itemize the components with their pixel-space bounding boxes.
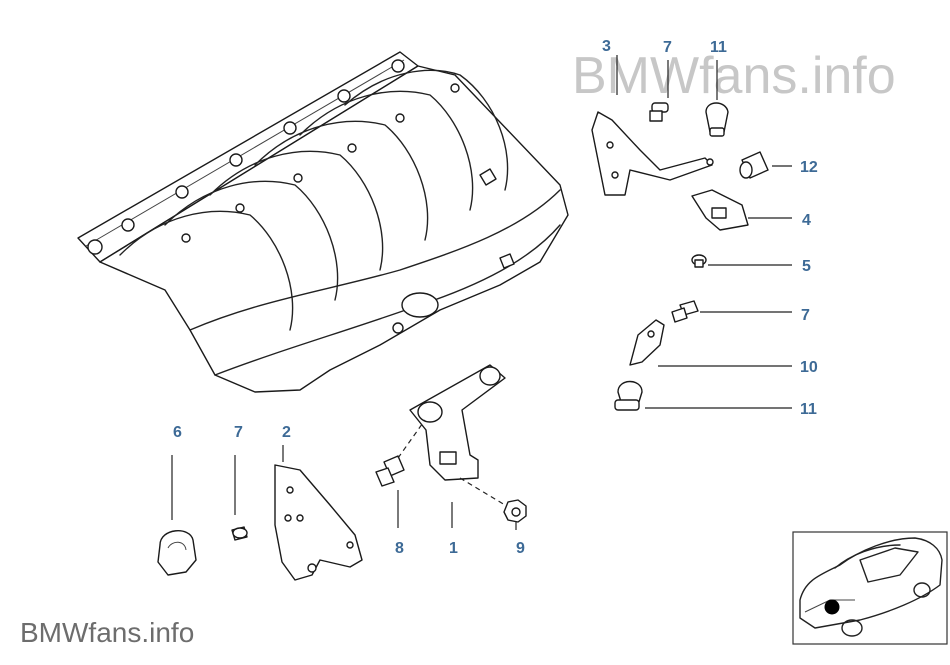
callout-7-middle: 7 <box>801 307 810 324</box>
bracket-1 <box>409 364 506 481</box>
callout-3: 3 <box>602 38 611 55</box>
car-thumbnail <box>792 531 948 645</box>
clamp-6 <box>157 530 197 576</box>
bolt-7-top <box>649 102 669 122</box>
sleeve-12 <box>739 151 769 179</box>
callout-11-top: 11 <box>710 39 727 56</box>
clip-11-middle <box>614 380 643 411</box>
bracket-3 <box>591 111 714 196</box>
watermark-top: BMWfans.info <box>572 47 896 105</box>
clip-11-top <box>705 102 729 137</box>
bolt-7-bottom <box>231 526 248 541</box>
leader-lines <box>171 55 792 530</box>
bracket-4 <box>691 189 749 231</box>
callout-12: 12 <box>800 159 818 176</box>
callout-7-top: 7 <box>663 39 672 56</box>
callout-4: 4 <box>802 212 811 229</box>
callout-2: 2 <box>282 424 291 441</box>
callout-11-middle: 11 <box>800 401 817 418</box>
callout-1: 1 <box>449 540 458 557</box>
callout-10: 10 <box>800 359 818 376</box>
callout-7-bottom: 7 <box>234 424 243 441</box>
callouts: 3 7 11 12 4 5 7 10 11 6 7 2 8 1 9 <box>173 38 818 557</box>
screw-5 <box>691 254 707 268</box>
callout-5: 5 <box>802 258 811 275</box>
intake-manifold <box>77 51 569 393</box>
callout-6: 6 <box>173 424 182 441</box>
callout-9: 9 <box>516 540 525 557</box>
nut-9 <box>503 499 527 523</box>
bracket-2 <box>274 464 363 581</box>
bracket-10 <box>629 319 665 366</box>
watermark-bottom: BMWfans.info <box>20 617 194 648</box>
callout-8: 8 <box>395 540 404 557</box>
bolt-7-middle <box>671 300 699 323</box>
bolt-8 <box>375 455 405 487</box>
